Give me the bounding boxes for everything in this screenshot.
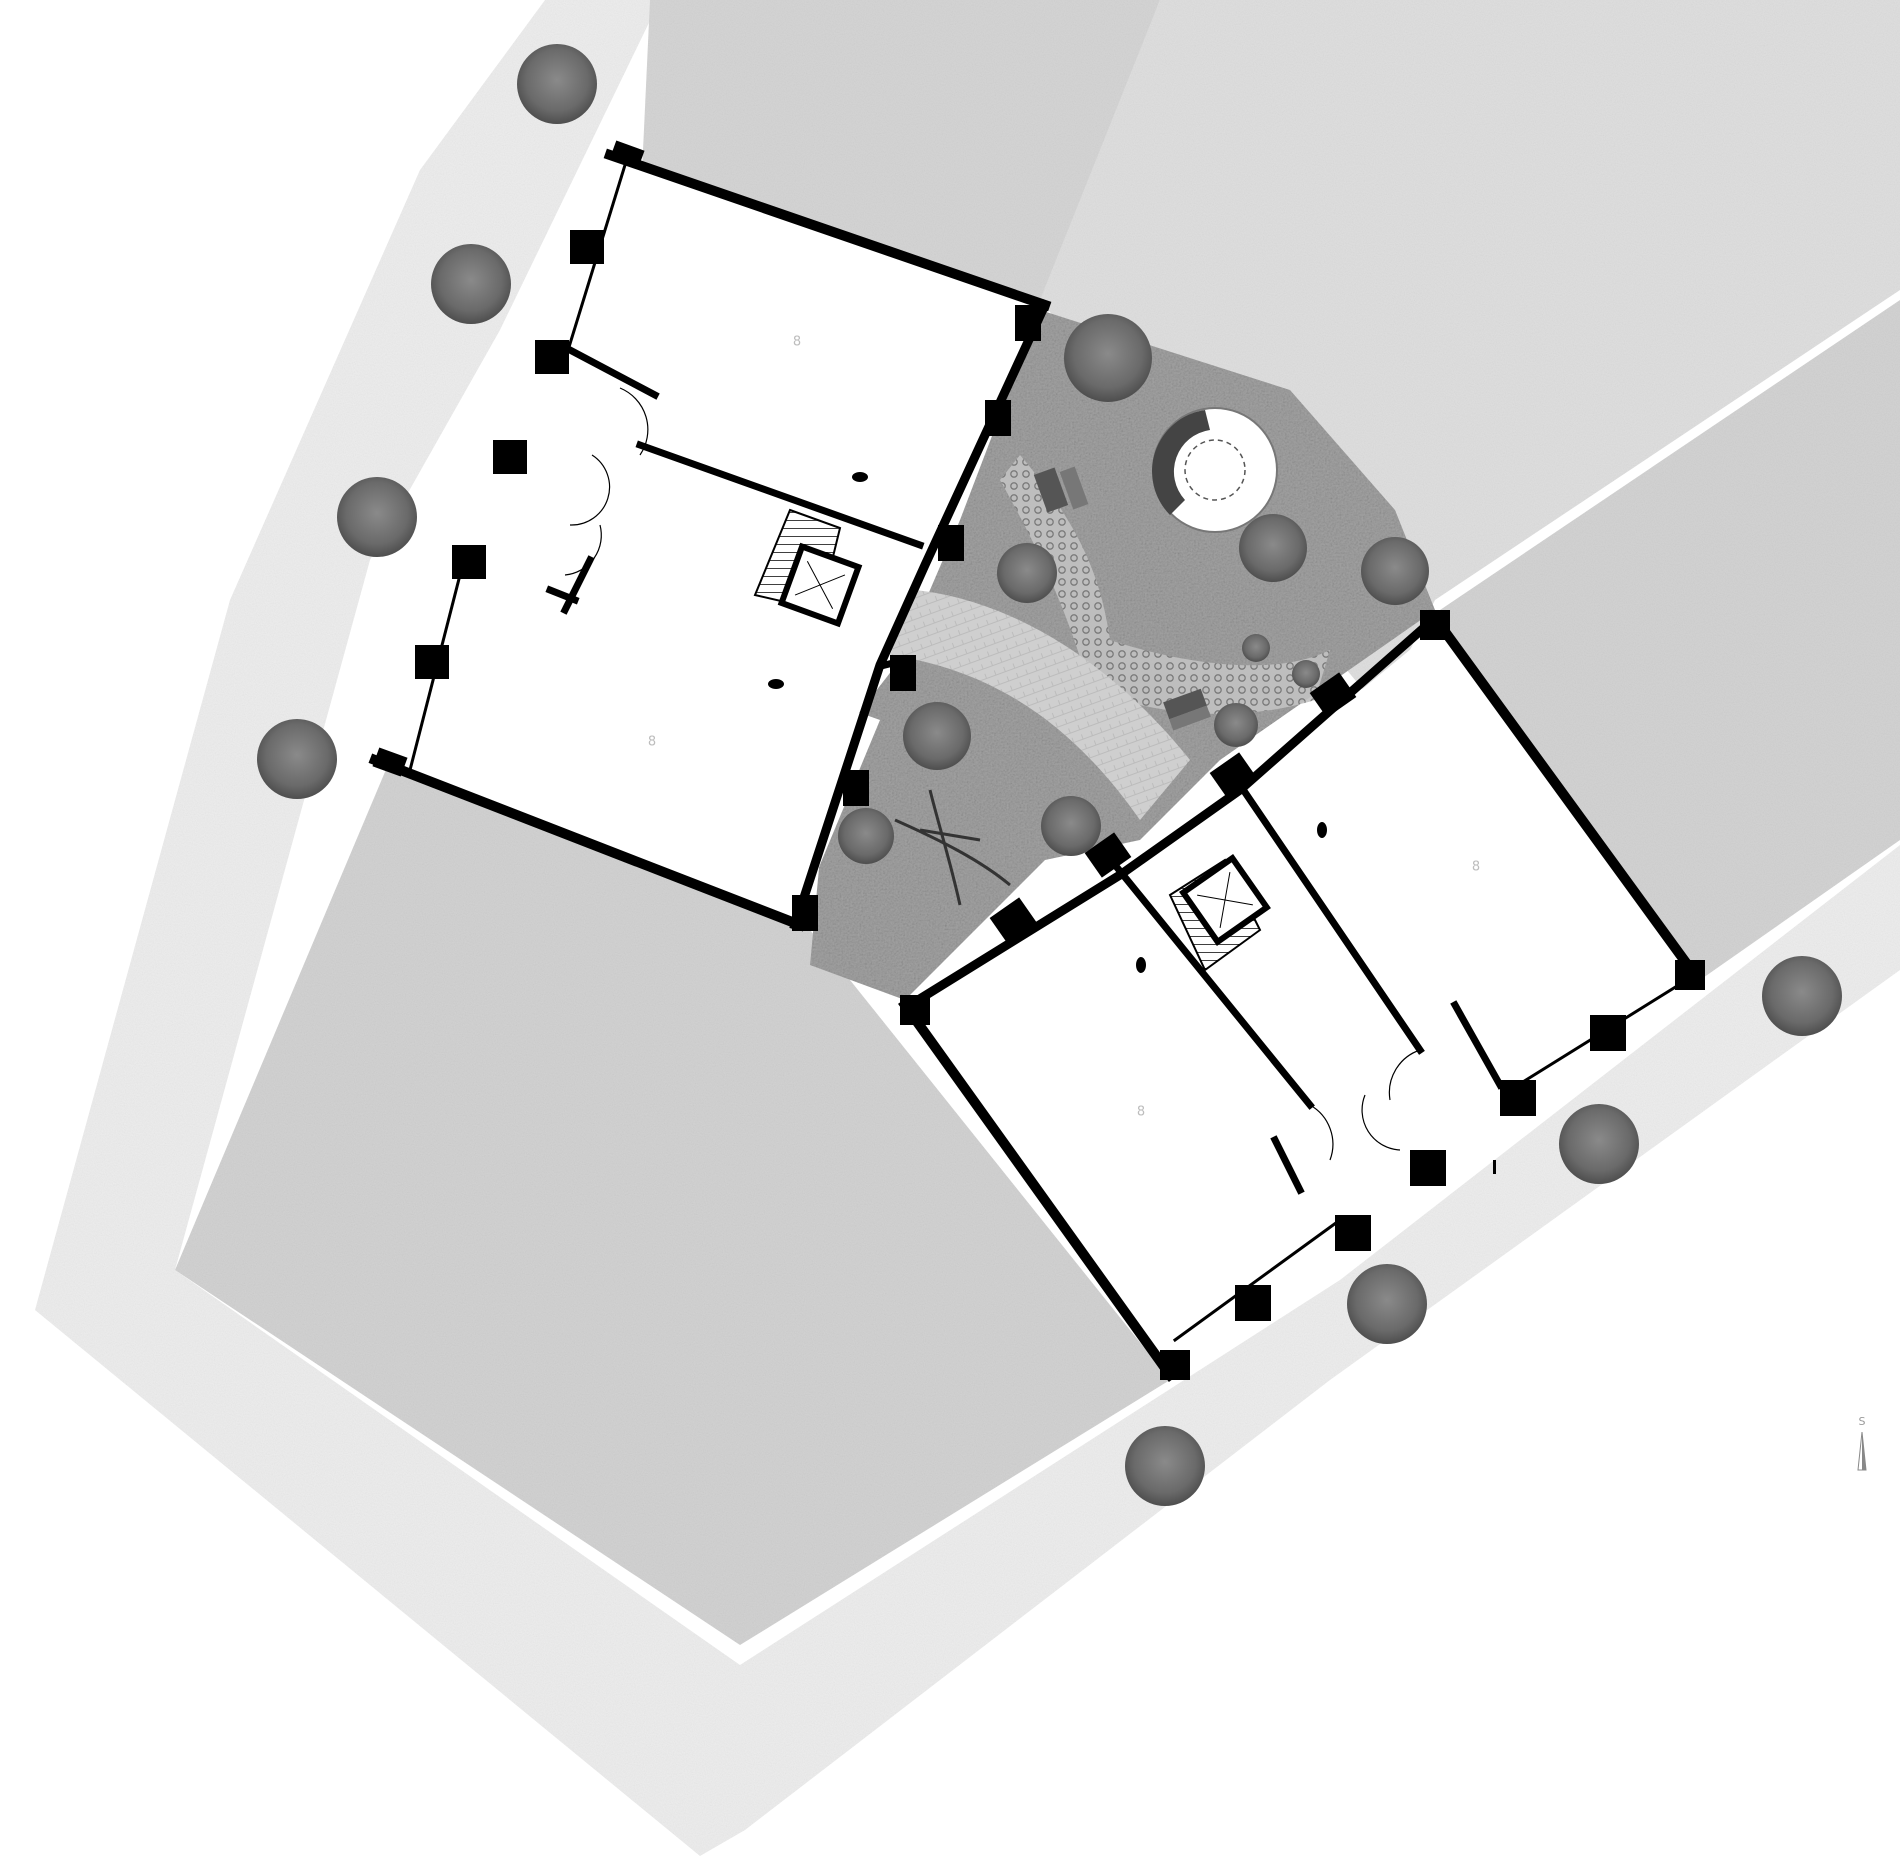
tree-icon [1559, 1104, 1639, 1184]
room-south [910, 875, 1340, 1370]
tree-icon [1064, 314, 1152, 402]
tree-icon [257, 719, 337, 799]
doors-north [564, 387, 649, 576]
tree-icon [1292, 660, 1320, 688]
trees [257, 44, 1842, 1506]
building-north [368, 140, 1052, 932]
room-label-south: 8 [1137, 1105, 1145, 1120]
building-southeast [898, 610, 1705, 1382]
courtyard [810, 310, 1435, 1000]
tree-icon [1214, 703, 1258, 747]
tree-icon [1242, 634, 1270, 662]
tree-icon [517, 44, 597, 124]
courtyard-dotted-path [1000, 455, 1330, 714]
round-seating [1152, 407, 1278, 533]
tree-icon [838, 808, 894, 864]
north-arrow-label: S [1859, 1415, 1866, 1428]
room-north-lower [405, 570, 880, 925]
doors-south [1309, 1049, 1421, 1161]
tree-icon [1125, 1426, 1205, 1506]
tree-icon [903, 702, 971, 770]
tree-icon [337, 477, 417, 557]
tree-icon [1361, 537, 1429, 605]
room-label-east: 8 [1472, 860, 1480, 875]
room-label-north-lower: 8 [648, 735, 656, 750]
tree-icon [1347, 1264, 1427, 1344]
north-arrow: S [1857, 1415, 1867, 1471]
room-label-north-upper: 8 [793, 335, 801, 350]
stair-south [1168, 854, 1271, 972]
tree-icon [431, 244, 511, 324]
room-east [1240, 625, 1690, 1090]
tree-icon [997, 543, 1057, 603]
buildings: 8 8 8 8 [368, 140, 1705, 1382]
paved-walkway [890, 590, 1190, 820]
sculpture [894, 789, 1011, 906]
benches [1033, 466, 1211, 731]
plot-southwest [175, 760, 1170, 1645]
tree-icon [1762, 956, 1842, 1036]
tree-icon [1239, 514, 1307, 582]
stair-north [753, 508, 863, 628]
site-ground [35, 0, 1900, 1856]
tree-icon [1041, 796, 1101, 856]
